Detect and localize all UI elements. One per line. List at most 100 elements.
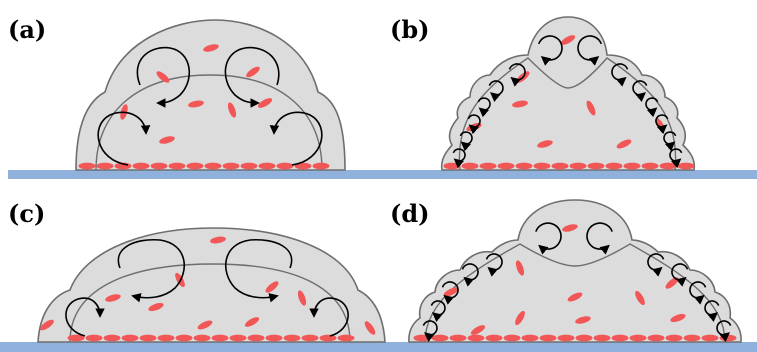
- basal-cell: [569, 162, 587, 170]
- flow-vortex: [422, 320, 438, 342]
- cell: [443, 287, 459, 297]
- flow-vortex: [485, 253, 503, 277]
- basal-cell: [276, 162, 294, 170]
- cell: [244, 317, 260, 327]
- flow-vortex: [477, 97, 491, 118]
- basal-cell: [229, 334, 247, 342]
- flow-arrow: [224, 46, 280, 108]
- basal-cell: [222, 162, 240, 170]
- basal-cell: [85, 334, 103, 342]
- flow-vortex: [488, 80, 504, 102]
- basal-cell: [497, 162, 515, 170]
- panel-label-d: (d): [390, 199, 430, 228]
- cell: [562, 224, 578, 232]
- interior-cells: [40, 236, 376, 335]
- flow-vortex: [577, 35, 603, 66]
- cell: [297, 290, 307, 306]
- flow-vortex: [663, 131, 677, 152]
- basal-cell: [132, 162, 150, 170]
- flow-vortex: [632, 80, 648, 102]
- cell: [567, 292, 583, 302]
- panel-a: (a): [8, 15, 346, 171]
- basal-cell: [611, 334, 629, 342]
- cell: [105, 294, 121, 302]
- cell: [257, 98, 273, 108]
- basal-cell: [485, 334, 503, 342]
- basal-cell: [139, 334, 157, 342]
- droplet-inner-boundary: [69, 263, 351, 343]
- cell: [188, 100, 204, 108]
- interior-cells: [120, 44, 273, 144]
- basal-cell: [449, 334, 467, 342]
- basal-cell: [467, 334, 485, 342]
- basal-cell: [539, 334, 557, 342]
- cell: [515, 310, 525, 326]
- cell: [210, 236, 226, 244]
- flow-vortex: [537, 35, 563, 66]
- flow-vortex: [704, 300, 720, 322]
- basal-cell: [623, 162, 641, 170]
- droplet-inner-boundary: [95, 74, 323, 171]
- basal-cell: [503, 334, 521, 342]
- basal-cell: [461, 162, 479, 170]
- basal-cell: [683, 334, 701, 342]
- basal-cell: [431, 334, 449, 342]
- cell: [246, 66, 260, 78]
- flow-arrow: [309, 297, 349, 337]
- flow-arrow: [97, 111, 151, 166]
- droplet-outer: [75, 19, 346, 171]
- flow-arrow: [117, 238, 185, 303]
- basal-cell: [121, 334, 139, 342]
- cell: [159, 136, 175, 144]
- flow-vortex: [671, 263, 689, 287]
- basal-cell: [533, 162, 551, 170]
- flow-vortex: [441, 281, 459, 305]
- droplet-outer: [440, 16, 696, 171]
- basal-cell-layer: [67, 334, 355, 342]
- basal-cell-layer: [443, 162, 695, 170]
- cell: [148, 302, 164, 312]
- basal-cell: [186, 162, 204, 170]
- basal-cell: [665, 334, 683, 342]
- basal-cell: [211, 334, 229, 342]
- panel-label-c: (c): [8, 199, 45, 228]
- flow-vortex: [611, 63, 629, 87]
- cell: [197, 320, 213, 330]
- flow-vortex: [467, 114, 481, 135]
- basal-cell: [301, 334, 319, 342]
- cell: [575, 316, 591, 324]
- flow-vortex: [655, 114, 669, 135]
- flow-vortex: [716, 320, 732, 342]
- panel-c: (c): [8, 199, 386, 343]
- basal-cell: [204, 162, 222, 170]
- panel-b: (b): [390, 15, 696, 171]
- flow-arrow: [65, 297, 105, 337]
- basal-cell: [67, 334, 85, 342]
- flow-arrow: [225, 238, 293, 303]
- flow-vortex: [535, 222, 562, 255]
- basal-cell: [677, 162, 695, 170]
- flow-vortex: [669, 148, 683, 169]
- basal-cell: [78, 162, 96, 170]
- basal-cell: [193, 334, 211, 342]
- basal-cell: [175, 334, 193, 342]
- substrate-bottom: [0, 342, 757, 352]
- flow-vortex: [430, 300, 446, 322]
- basal-cell: [443, 162, 461, 170]
- flow-arrow: [136, 46, 191, 108]
- cell: [665, 277, 679, 289]
- cell: [670, 313, 686, 323]
- basal-cell: [103, 334, 121, 342]
- cell: [635, 290, 645, 306]
- flow-arrows: [97, 46, 323, 166]
- basal-cell: [575, 334, 593, 342]
- cell: [537, 140, 553, 148]
- flow-vortex: [461, 263, 479, 287]
- cell: [156, 71, 170, 83]
- basal-cell: [593, 334, 611, 342]
- panel-d: (d): [390, 199, 742, 343]
- flow-vortex: [508, 63, 526, 87]
- basal-cell: [551, 162, 569, 170]
- basal-cell: [641, 162, 659, 170]
